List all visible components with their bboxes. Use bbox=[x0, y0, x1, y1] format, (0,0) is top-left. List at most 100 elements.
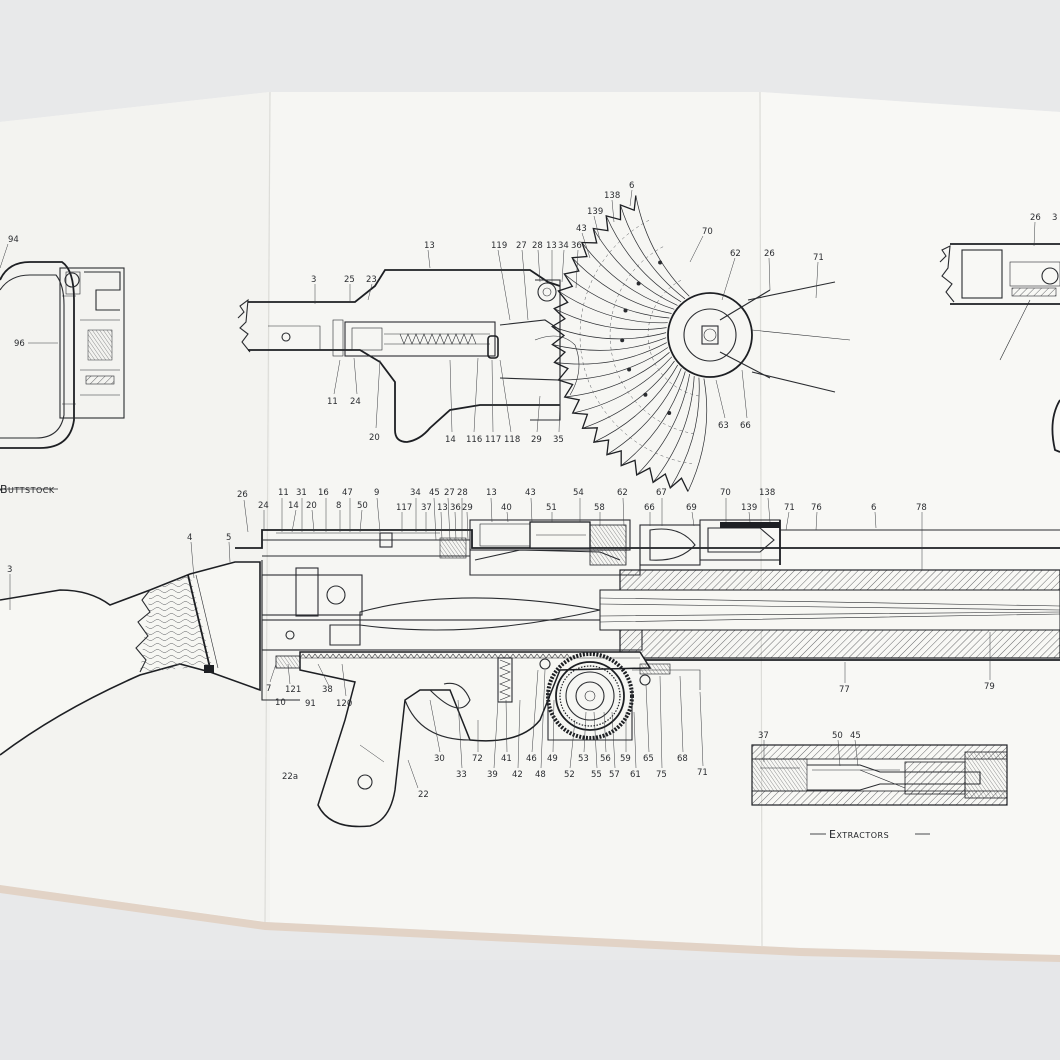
action-view bbox=[237, 269, 580, 443]
callout: 5 bbox=[226, 533, 231, 543]
magazine-arc bbox=[647, 280, 702, 397]
magazine-pan bbox=[551, 195, 708, 492]
callout: 72 bbox=[472, 754, 483, 764]
magazine-rib bbox=[592, 228, 678, 306]
callout: 28 bbox=[532, 241, 543, 251]
caption-extractors: Extractors bbox=[829, 828, 889, 841]
magazine-rib bbox=[636, 373, 690, 476]
callout: 117 bbox=[396, 503, 412, 513]
callout: 14 bbox=[288, 501, 299, 511]
extractors-view bbox=[751, 739, 1008, 835]
callout: 121 bbox=[285, 685, 301, 695]
callout: 24 bbox=[258, 501, 269, 511]
magazine-rib bbox=[552, 337, 667, 351]
callout: 16 bbox=[318, 488, 329, 498]
magazine-rib bbox=[564, 273, 670, 319]
callout: 77 bbox=[839, 685, 850, 695]
callout: 55 bbox=[591, 770, 602, 780]
paper-panel-left bbox=[0, 92, 270, 922]
callout: 22a bbox=[282, 772, 298, 782]
callout: 37 bbox=[758, 731, 769, 741]
magazine-rib bbox=[552, 326, 667, 340]
callout: 3 bbox=[7, 565, 12, 575]
callout: 54 bbox=[573, 488, 584, 498]
callout: 34 bbox=[410, 488, 421, 498]
callout: 53 bbox=[578, 754, 589, 764]
callout: 29 bbox=[531, 435, 542, 445]
magazine-rivet bbox=[627, 367, 632, 372]
callout: 62 bbox=[617, 488, 628, 498]
callout: 3 bbox=[311, 275, 316, 285]
callout: 46 bbox=[526, 754, 537, 764]
magazine-rib bbox=[554, 308, 667, 330]
callout: 33 bbox=[456, 770, 467, 780]
magazine-rib bbox=[620, 371, 686, 466]
magazine-rib bbox=[620, 204, 686, 300]
callout: 26 bbox=[764, 249, 775, 259]
callout: 50 bbox=[357, 501, 368, 511]
callout: 30 bbox=[434, 754, 445, 764]
magazine-rib bbox=[593, 364, 679, 443]
callout: 4 bbox=[187, 533, 192, 543]
buttstock-view bbox=[0, 243, 125, 490]
callout: 52 bbox=[564, 770, 575, 780]
callout: 68 bbox=[677, 754, 688, 764]
callout: 3 bbox=[1052, 213, 1057, 223]
callout: 138 bbox=[604, 191, 620, 201]
caption-buttstock: Buttstock bbox=[0, 483, 55, 496]
callout: 25 bbox=[344, 275, 355, 285]
magazine-rib bbox=[652, 376, 695, 483]
magazine-rib bbox=[581, 242, 675, 310]
callout: 13 bbox=[486, 488, 497, 498]
callout: 29 bbox=[462, 503, 473, 513]
callout: 39 bbox=[487, 770, 498, 780]
magazine-rivet bbox=[623, 308, 628, 313]
callout: 37 bbox=[421, 503, 432, 513]
callout: 75 bbox=[656, 770, 667, 780]
callout: 8 bbox=[336, 501, 341, 511]
callout: 48 bbox=[535, 770, 546, 780]
main-leaders bbox=[9, 497, 991, 789]
magazine-rib bbox=[606, 368, 682, 455]
callout: 91 bbox=[305, 699, 316, 709]
callout: 6 bbox=[629, 181, 634, 191]
callout: 57 bbox=[609, 770, 620, 780]
callout: 13 bbox=[546, 241, 557, 251]
callout: 66 bbox=[740, 421, 751, 431]
callout: 70 bbox=[702, 227, 713, 237]
callout: 41 bbox=[501, 754, 512, 764]
callout: 14 bbox=[445, 435, 456, 445]
callout: 69 bbox=[686, 503, 697, 513]
callout: 120 bbox=[336, 699, 352, 709]
callout: 56 bbox=[600, 754, 611, 764]
callout: 27 bbox=[516, 241, 527, 251]
callout: 6 bbox=[871, 503, 876, 513]
callout: 9 bbox=[374, 488, 379, 498]
action-view-front bbox=[667, 281, 851, 393]
callout: 23 bbox=[366, 275, 377, 285]
callout: 45 bbox=[429, 488, 440, 498]
callout: 26 bbox=[1030, 213, 1041, 223]
magazine-arc bbox=[579, 219, 692, 464]
main-section-view bbox=[0, 519, 1060, 828]
callout: 24 bbox=[350, 397, 361, 407]
tabletop-lower bbox=[0, 960, 1060, 1060]
callout: 43 bbox=[525, 488, 536, 498]
callout: 67 bbox=[656, 488, 667, 498]
callout: 51 bbox=[546, 503, 557, 513]
callout: 42 bbox=[512, 770, 523, 780]
paper-fold-left bbox=[264, 91, 271, 923]
callout: 38 bbox=[322, 685, 333, 695]
callout: 59 bbox=[620, 754, 631, 764]
callout: 118 bbox=[504, 435, 520, 445]
paper-edge-shadow bbox=[0, 885, 1060, 962]
magazine-rib bbox=[558, 347, 668, 381]
callout: 117 bbox=[485, 435, 501, 445]
callout: 28 bbox=[457, 488, 468, 498]
callout: 71 bbox=[813, 253, 824, 263]
callout: 78 bbox=[916, 503, 927, 513]
magazine-rib bbox=[670, 377, 700, 489]
callout: 13 bbox=[437, 503, 448, 513]
callout: 47 bbox=[342, 488, 353, 498]
